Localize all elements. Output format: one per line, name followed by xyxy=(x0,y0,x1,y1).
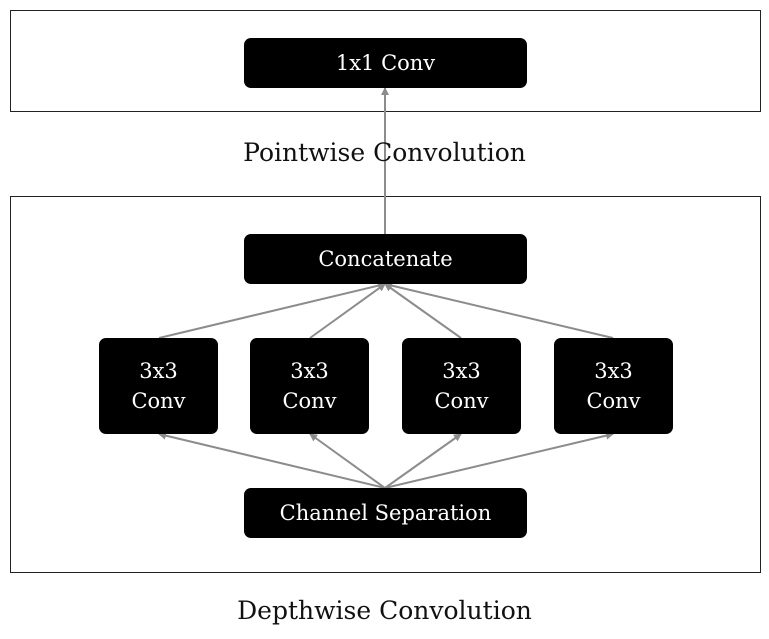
depthwise-caption: Depthwise Convolution xyxy=(237,596,532,625)
conv-type-label: Conv xyxy=(586,389,641,413)
depthwise-conv-block-4: 3x3 Conv xyxy=(554,338,673,434)
depthwise-conv-block-1: 3x3 Conv xyxy=(99,338,218,434)
conv-type-label: Conv xyxy=(434,389,489,413)
depthwise-conv-block-2: 3x3 Conv xyxy=(250,338,369,434)
pointwise-caption: Pointwise Convolution xyxy=(243,138,526,167)
concatenate-block: Concatenate xyxy=(244,234,527,284)
conv-type-label: Conv xyxy=(131,389,186,413)
conv-kernel-label: 3x3 xyxy=(442,359,481,383)
pointwise-1x1-conv-block: 1x1 Conv xyxy=(244,38,527,88)
channel-separation-block: Channel Separation xyxy=(244,488,527,538)
conv-kernel-label: 3x3 xyxy=(594,359,633,383)
conv-type-label: Conv xyxy=(282,389,337,413)
conv-kernel-label: 3x3 xyxy=(139,359,178,383)
conv-kernel-label: 3x3 xyxy=(290,359,329,383)
depthwise-conv-block-3: 3x3 Conv xyxy=(402,338,521,434)
